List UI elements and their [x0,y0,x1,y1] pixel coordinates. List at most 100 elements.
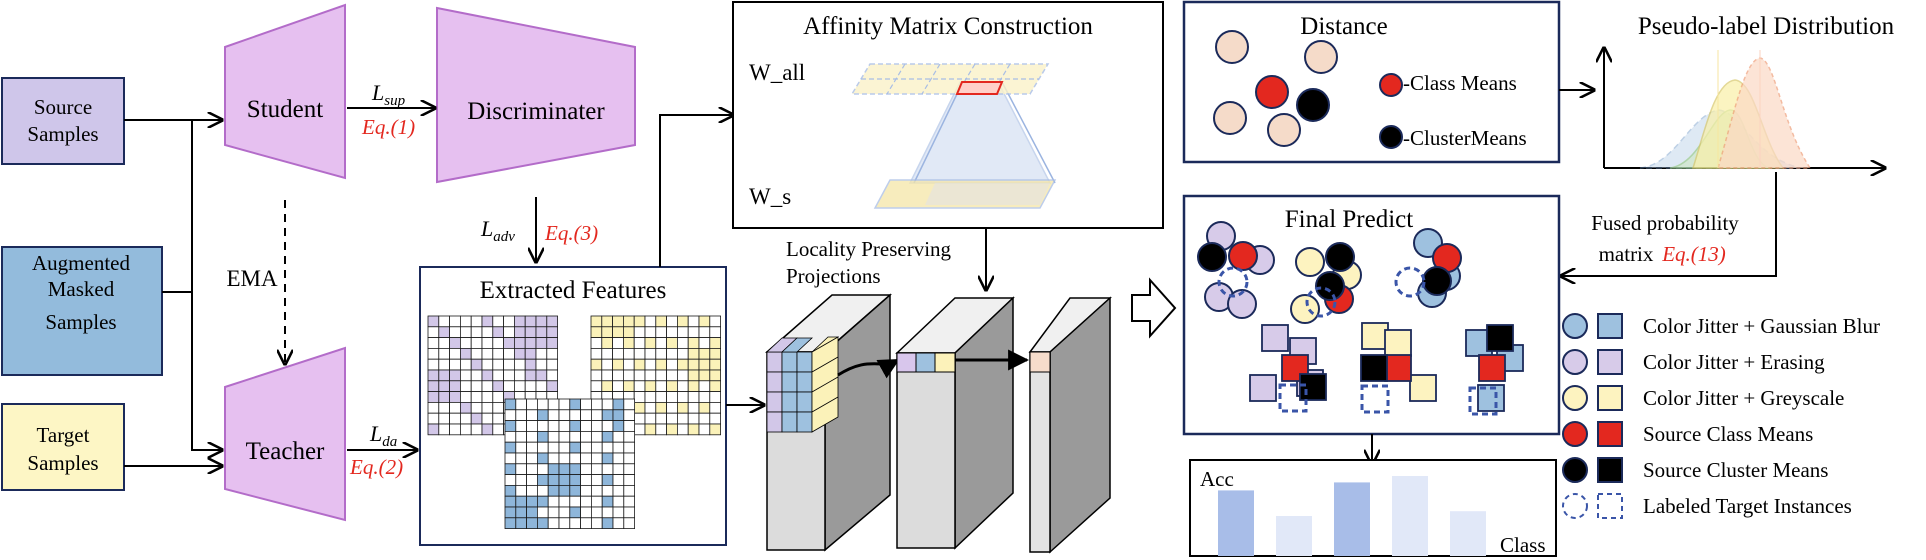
purple-grid-cell [535,326,548,338]
yellow-grid-cell [655,337,667,349]
blue-grid-cell [504,441,517,454]
purple-grid-cell [449,369,461,382]
cube1-cell [766,371,783,393]
blue-grid-cell [558,506,571,519]
purple-grid-cell [438,423,450,436]
legend-circle [1562,349,1588,375]
purple-grid-cell [470,412,483,425]
legend-label: Color Jitter + Erasing [1643,350,1825,374]
blue-grid-cell [612,420,625,432]
purple-grid-cell [492,369,504,382]
purple-grid-cell [459,401,472,414]
yellow-grid-cell [612,315,624,328]
affinity-top-plane [850,63,1050,95]
blue-grid-cell [601,398,614,411]
purple-grid-cell [492,358,504,371]
fused-line1: Fused probability [1591,211,1739,235]
blue-grid-cell [601,463,614,475]
purple-grid-cell [459,347,472,360]
blue-grid-cell [515,452,527,465]
purple-grid-cell [449,315,461,328]
yellow-grid-cell [687,401,700,414]
source-samples-box: Source Samples [1,77,125,165]
yellow-grid-cell [590,369,603,382]
blue-grid-cell [515,430,527,443]
yellow-grid-cell [644,347,657,360]
yellow-grid-cell [666,423,678,436]
blue-grid-cell [612,430,625,443]
affinity-w-s: W_s [749,184,791,209]
blue-grid-cell [623,420,635,432]
purple-grid-cell [427,337,440,349]
circle-cluster-mean [1315,271,1345,301]
accuracy-bar [1334,482,1370,556]
purple-grid-cell [535,315,548,328]
yellow-grid-cell [633,337,646,349]
purple-grid-cell [470,423,483,436]
blue-grid-cell [547,409,560,421]
purple-grid-cell [524,358,537,371]
purple-grid-cell [427,347,440,360]
blue-grid-cell [580,452,592,465]
blue-grid-cell [547,517,560,529]
yellow-grid-cell [655,391,667,403]
yellow-grid-cell [644,315,657,328]
loss-da: Lda Eq.(2) [347,421,417,479]
yellow-grid-cell [655,315,667,328]
loss-adv-label: Ladv [480,216,515,245]
labeled-target-square [1360,384,1390,414]
yellow-grid-cell [709,337,721,349]
blue-grid-cell [537,452,549,465]
blue-grid-cell [526,506,538,519]
purple-grid-cell [449,337,461,349]
purple-grid-cell [459,326,472,338]
legend-square [1597,349,1623,375]
yellow-grid-cell [677,412,689,425]
blue-grid-cell [591,441,603,454]
purple-grid-cell [459,337,472,349]
loss-adv-eq: Eq.(3) [544,221,598,245]
blue-grid-cell [601,506,614,519]
legend-label: Labeled Target Instances [1643,494,1852,518]
purple-grid-cell [481,315,494,328]
purple-grid-cell [481,401,494,414]
blue-grid-cell [558,409,571,421]
blue-grid-cell [580,474,592,486]
accuracy-bar [1218,490,1254,556]
yellow-grid-cell [666,380,678,392]
blue-grid-cell [601,452,614,465]
affinity-panel: Affinity Matrix Construction W_all W_s [732,1,1164,229]
blue-grid-cell [580,506,592,519]
yellow-grid-cell [655,401,667,414]
purple-grid-cell [503,326,515,338]
yellow-grid-cell [644,412,657,425]
final-predict-clusters [1197,221,1524,416]
blue-grid-cell [537,430,549,443]
yellow-grid-cell [677,380,689,392]
yellow-grid-cell [666,412,678,425]
blue-grid-cell [526,517,538,529]
labeled-target-circle [1305,286,1337,318]
features-to-affinity-arrow [659,115,733,267]
feature-grid-blue [504,398,635,529]
student-network: Student [224,3,346,180]
blue-grid-cell [537,420,549,432]
purple-grid-cell [514,358,526,371]
purple-grid-cell [481,423,494,436]
yellow-grid-cell [655,369,667,382]
purple-grid-cell [481,391,494,403]
blue-grid-cell [580,420,592,432]
yellow-grid-cell [601,358,613,371]
purple-grid-cell [438,380,450,392]
yellow-grid-cell [687,412,700,425]
purple-grid-cell [449,347,461,360]
cube1-side-line [811,396,839,413]
purple-grid-cell [535,369,548,382]
yellow-grid-cell [623,358,635,371]
legend-square [1597,493,1623,519]
cube1-cell [796,351,813,373]
cube1-to-cube2-arrow [837,358,900,379]
purple-grid-cell [492,401,504,414]
blue-grid-cell [558,430,571,443]
circle-greyscale [1290,294,1320,324]
